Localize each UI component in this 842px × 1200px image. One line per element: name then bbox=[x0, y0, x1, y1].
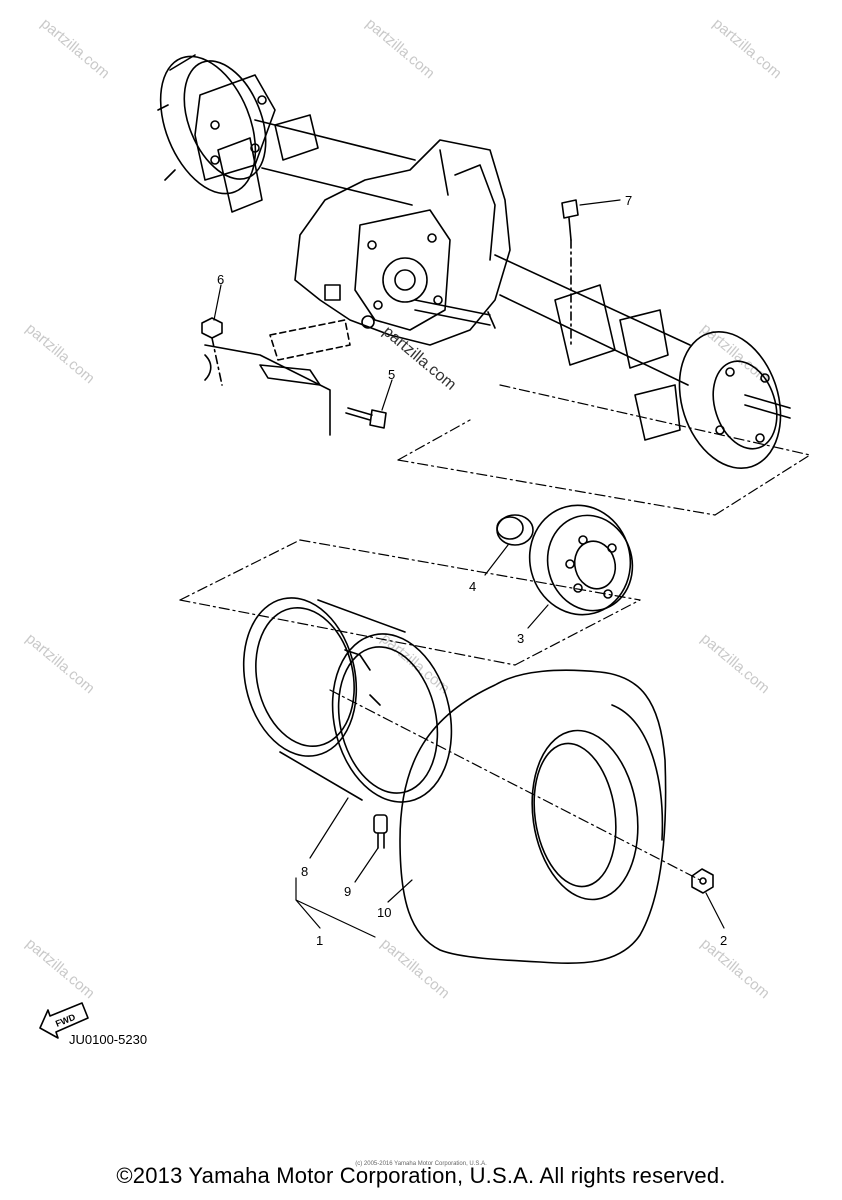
callout-6[interactable]: 6 bbox=[217, 272, 224, 287]
callout-2[interactable]: 2 bbox=[720, 933, 727, 948]
callout-10[interactable]: 10 bbox=[377, 905, 391, 920]
nut-6[interactable] bbox=[201, 317, 223, 386]
rear-axle-assembly bbox=[157, 54, 791, 470]
callout-8[interactable]: 8 bbox=[301, 864, 308, 879]
callout-9[interactable]: 9 bbox=[344, 884, 351, 899]
callout-5[interactable]: 5 bbox=[388, 367, 395, 382]
callout-3[interactable]: 3 bbox=[517, 631, 524, 646]
callout-4[interactable]: 4 bbox=[469, 579, 476, 594]
axle-centerline bbox=[329, 689, 701, 881]
hub-3[interactable] bbox=[517, 494, 643, 626]
watermark: partzilla.com bbox=[697, 630, 772, 697]
frame-rail bbox=[204, 319, 351, 436]
leader-lines bbox=[213, 199, 725, 938]
wheel-alignment-lines bbox=[179, 539, 641, 666]
bolt-5[interactable] bbox=[345, 407, 387, 429]
watermark: partzilla.com bbox=[22, 935, 97, 1002]
wheel-rim-8[interactable] bbox=[230, 587, 467, 813]
cap-4[interactable] bbox=[496, 514, 534, 546]
tiny-copyright: (c) 2005-2016 Yamaha Motor Corporation, … bbox=[355, 1161, 487, 1167]
bolt-7[interactable] bbox=[561, 199, 579, 346]
tire-10[interactable] bbox=[399, 669, 667, 965]
fwd-arrow-icon bbox=[39, 1002, 89, 1039]
watermark: partzilla.com bbox=[709, 15, 784, 82]
watermark: partzilla.com bbox=[377, 630, 452, 697]
callout-7[interactable]: 7 bbox=[625, 193, 632, 208]
watermark: partzilla.com bbox=[697, 935, 772, 1002]
watermark: partzilla.com bbox=[362, 15, 437, 82]
diagram-code: JU0100-5230 bbox=[69, 1032, 148, 1047]
fwd-label: FWD bbox=[54, 1012, 77, 1029]
copyright-notice: ©2013 Yamaha Motor Corporation, U.S.A. A… bbox=[116, 1163, 726, 1188]
callout-labels: 1 2 3 4 5 6 7 8 9 10 bbox=[217, 193, 727, 948]
valve-9[interactable] bbox=[373, 814, 388, 849]
hub-alignment-lines bbox=[397, 384, 811, 516]
watermark: partzilla.com bbox=[22, 630, 97, 697]
watermark: partzilla.com bbox=[22, 320, 97, 387]
nut-2[interactable] bbox=[691, 868, 714, 894]
watermark: partzilla.com bbox=[377, 935, 452, 1002]
watermark: partzilla.com bbox=[37, 15, 112, 82]
callout-1[interactable]: 1 bbox=[316, 933, 323, 948]
watermark-layer: partzilla.com partzilla.com partzilla.co… bbox=[22, 15, 784, 1002]
